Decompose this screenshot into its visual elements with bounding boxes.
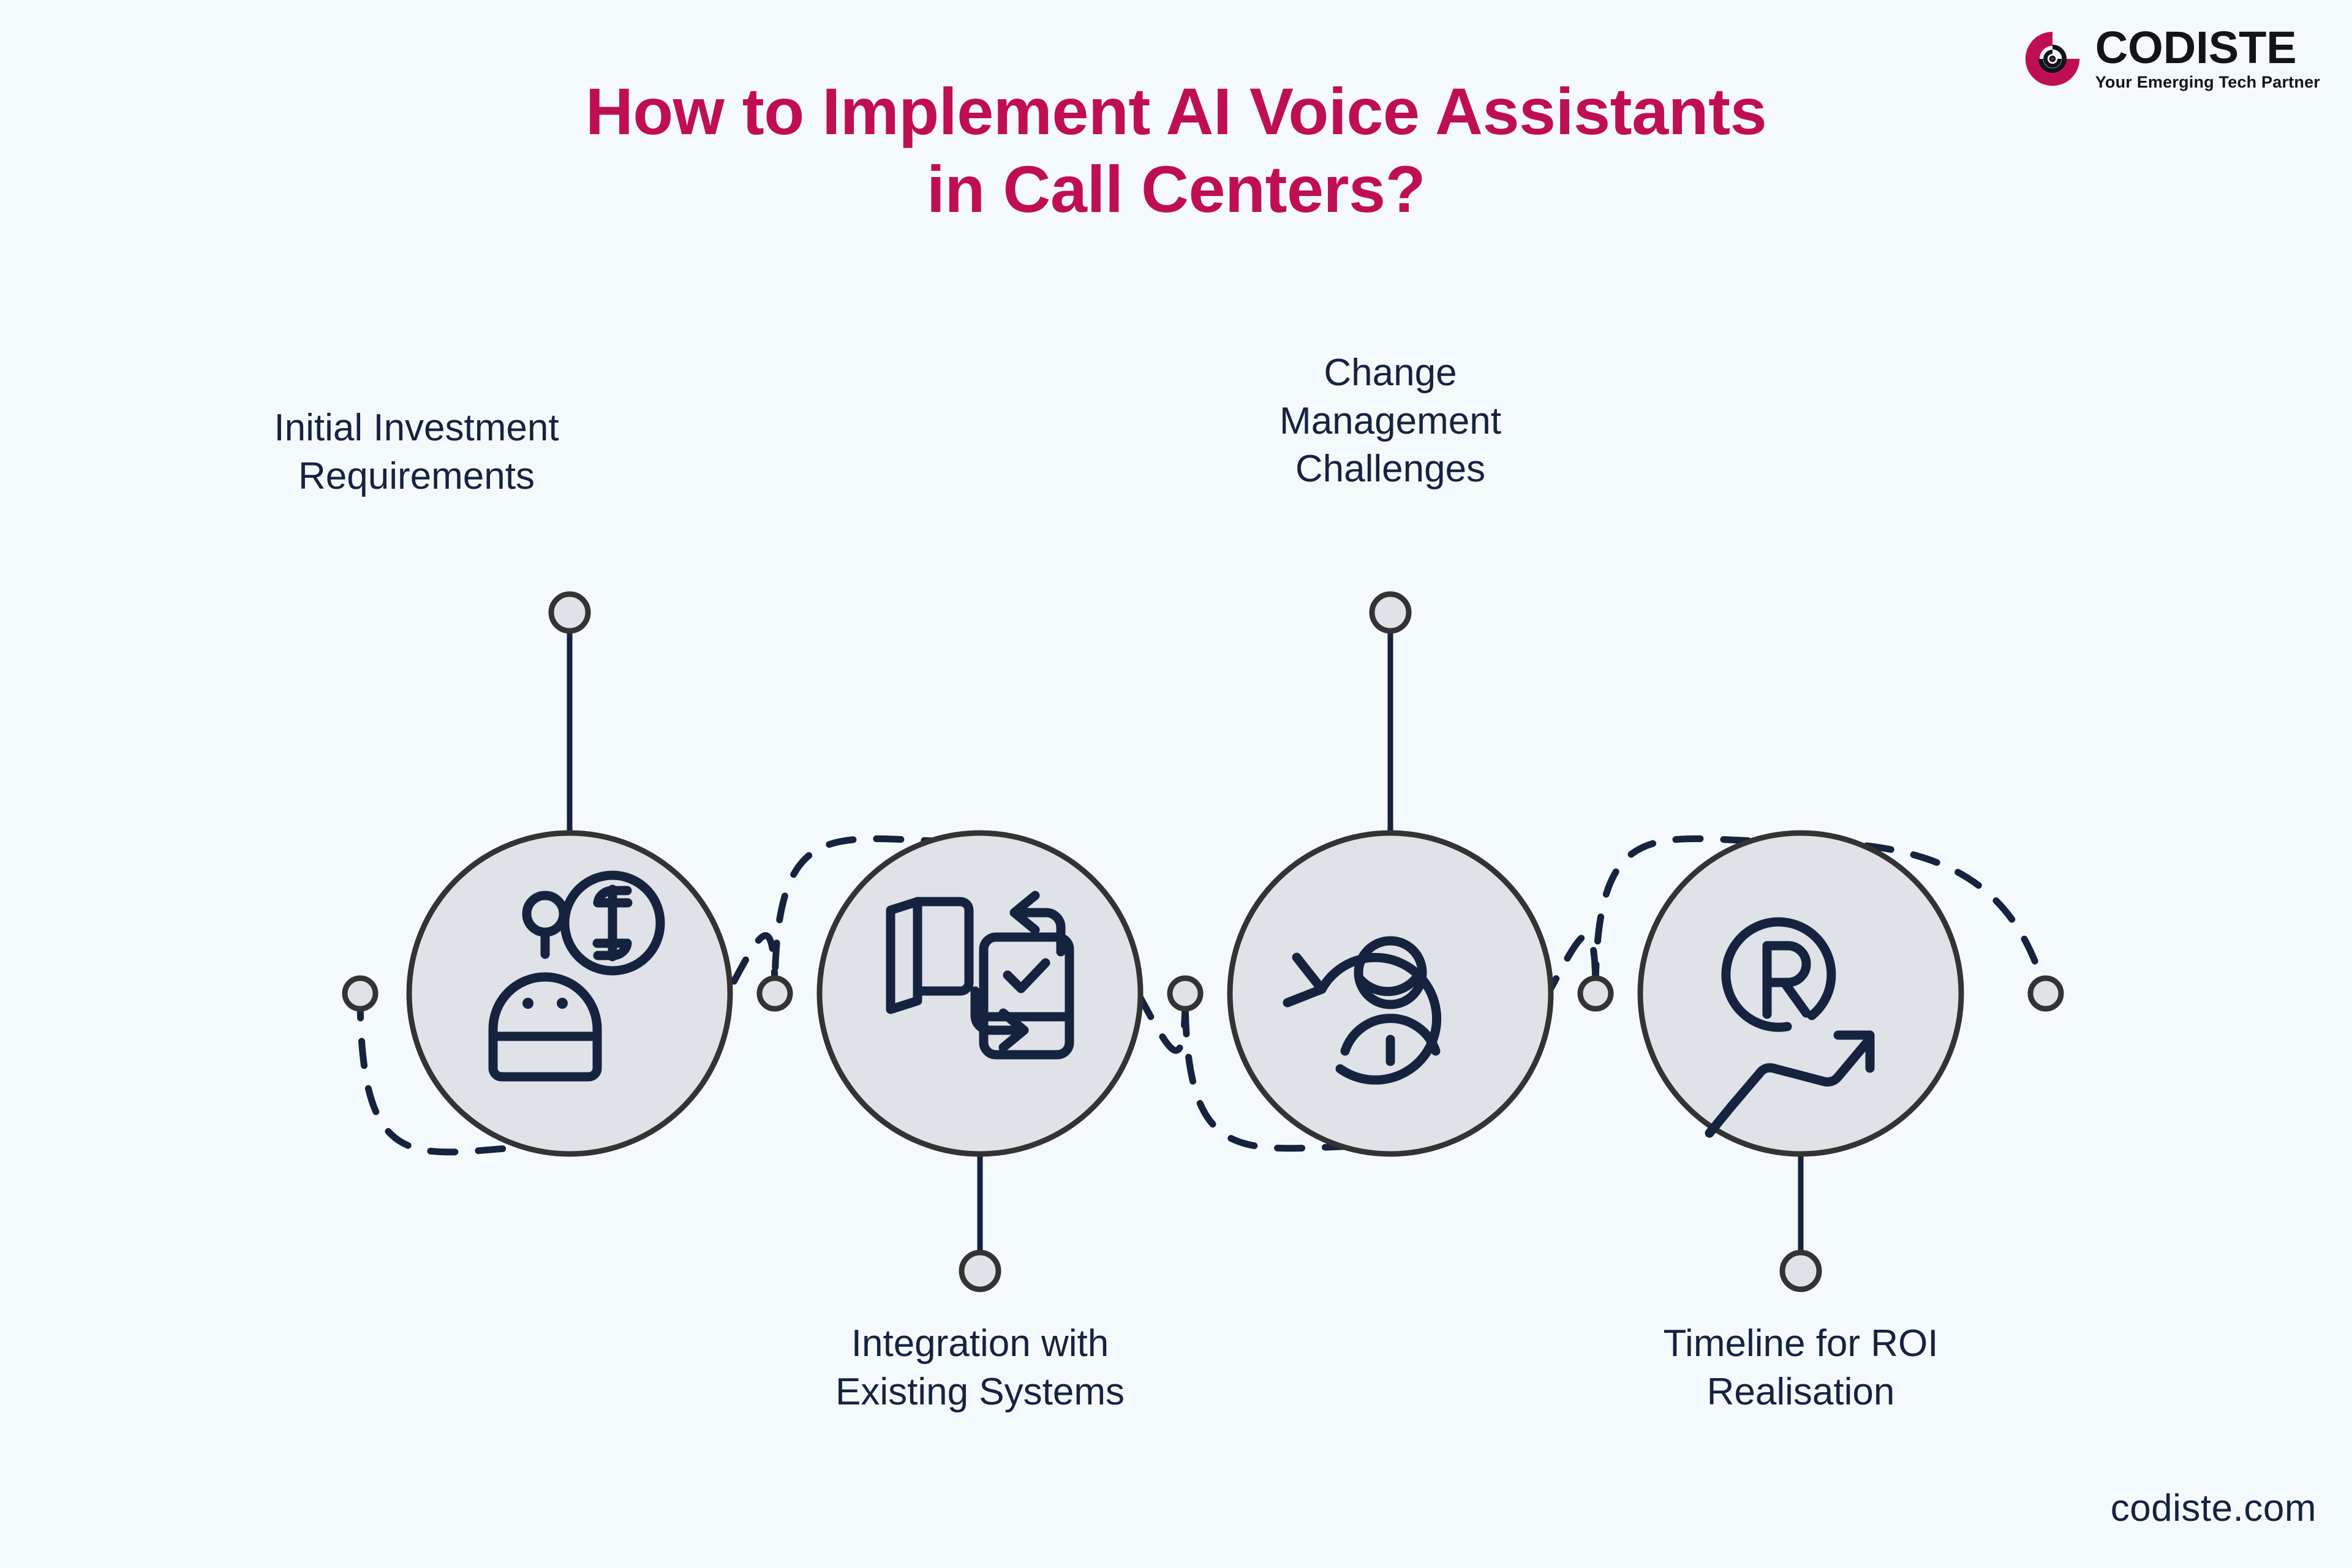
page-title-line-2: in Call Centers? (926, 152, 1426, 227)
node-label-line: Realisation (1706, 1370, 1895, 1413)
circled-r-with-rising-trend-arrow-icon (1705, 917, 1875, 1138)
connector-dots (342, 975, 2064, 1012)
node-label-line: Requirements (298, 454, 535, 497)
connector-dot-1 (756, 975, 793, 1012)
node-label-line: Change (1324, 352, 1457, 394)
node-label-change-management-challenges: Change Management Challenges (1158, 349, 1623, 494)
page-title-line-1: How to Implement AI Voice Assistants (585, 74, 1767, 148)
stem-end-dots (548, 591, 1822, 1292)
node-stems (567, 612, 1804, 1271)
person-inside-circular-change-arrow-icon (1283, 936, 1442, 1085)
footer-website-url: codiste.com (2110, 1487, 2316, 1529)
connector-dot-0 (342, 975, 379, 1012)
logo-brand-name: CODISTE (2095, 22, 2297, 73)
node-label-line: Timeline for ROI (1663, 1322, 1939, 1365)
connector-dot-3 (1577, 975, 1614, 1012)
connector-dot-4 (2027, 975, 2064, 1012)
robot-head-with-dollar-coin-icon (488, 870, 665, 1082)
connector-dot-2 (1167, 975, 1204, 1012)
node-label-line: Management (1280, 399, 1501, 442)
node-label-line: Initial Investment (274, 407, 559, 449)
codiste-spiral-c-icon (2025, 31, 2079, 86)
node-label-line: Challenges (1295, 448, 1486, 491)
logo-tagline: Your Emerging Tech Partner (2095, 72, 2320, 91)
folder-exchange-arrows-phone-check-icon (886, 891, 1074, 1060)
node-circle-4 (1637, 830, 1964, 1157)
codiste-logo: CODISTE Your Emerging Tech Partner (2023, 22, 2320, 92)
node-label-initial-investment-requirements: Initial Investment Requirements (184, 404, 649, 500)
logo-text-block: CODISTE Your Emerging Tech Partner (2095, 22, 2320, 92)
node-label-timeline-for-roi-realisation: Timeline for ROI Realisation (1568, 1320, 2034, 1416)
page-title: How to Implement AI Voice Assistants in … (0, 72, 2352, 228)
node-label-integration-with-existing-systems: Integration with Existing Systems (747, 1320, 1213, 1416)
node-label-line: Existing Systems (835, 1370, 1125, 1413)
node-label-line: Integration with (851, 1322, 1109, 1365)
node-circle-1 (406, 830, 733, 1157)
